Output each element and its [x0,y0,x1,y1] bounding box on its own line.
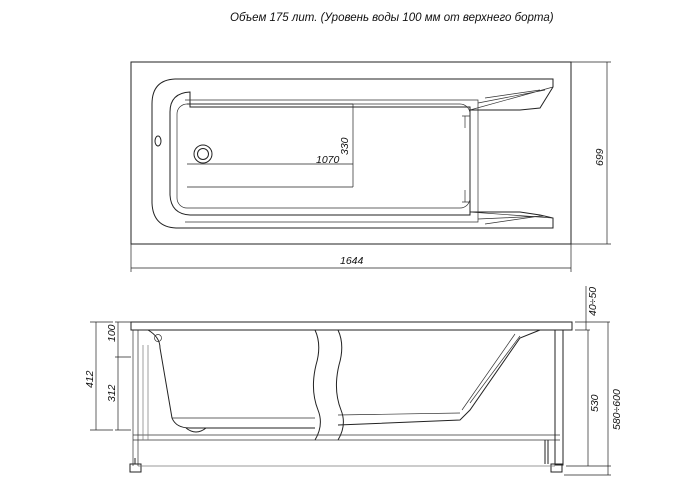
dim-1644-label: 1644 [340,255,364,267]
dim-330-extension [187,103,353,188]
basin-profile-right [337,329,541,426]
dim-530-label: 530 [589,394,601,412]
left-leg-foot [129,463,142,473]
dim-412-label: 412 [84,370,96,388]
dim-330-label: 330 [339,137,351,155]
outer-rim [130,61,572,245]
right-leg [544,440,549,464]
basin-profile [147,329,315,429]
dim-40-50-label: 40÷50 [587,287,599,316]
floor-marks [462,115,470,203]
basin-outer-contour [151,78,554,229]
break-line-left [312,329,321,441]
backrest-lines [469,86,554,225]
dim-100-label: 100 [106,324,118,342]
dim-699-label: 699 [594,148,606,166]
dim-580-600-label: 580÷600 [611,389,623,430]
dim-312-line [115,357,131,431]
basin-profile-inner [172,333,521,419]
caption-text: Объем 175 лит. (Уровень воды 100 мм от в… [230,12,554,24]
frame-lines [132,330,560,466]
side-overflow-icon [154,334,162,342]
dim-699-line [571,61,611,245]
dim-1644-line [130,244,572,272]
side-drain [185,427,207,433]
basin-floor-contour [169,91,471,216]
drain-icon [193,144,213,164]
basin-floor-inner [185,99,479,223]
front-panel [554,329,564,466]
dim-580-600-line [564,322,611,476]
dim-40-50-line [575,286,610,331]
left-support [142,345,149,440]
dim-412-line [90,321,113,431]
drain-inner-icon [197,148,209,160]
break-line-right [335,329,344,441]
dim-312-label: 312 [106,384,118,402]
dim-530-line [566,330,611,467]
top-view: 1070 330 699 1644 [130,61,611,272]
right-leg-foot [550,463,563,473]
dim-1070-label: 1070 [316,154,340,166]
side-view: 100 312 412 40÷50 530 580÷600 [84,286,623,476]
side-rim [130,321,573,331]
overflow-icon [154,135,162,147]
